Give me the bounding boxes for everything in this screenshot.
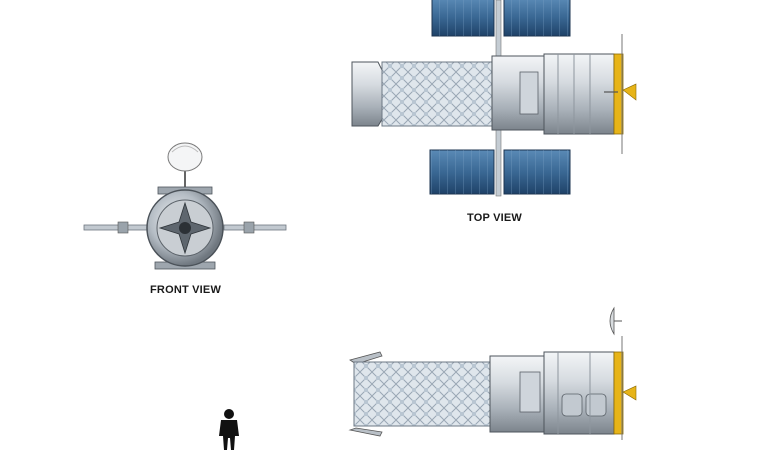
front-view-illustration <box>83 142 287 270</box>
top-gold-aft-plate <box>613 53 624 135</box>
top-nose-cap <box>351 61 385 127</box>
side-engine-section <box>543 351 615 435</box>
side-gold-aft-plate <box>613 351 624 435</box>
side-dish-antenna-icon <box>609 306 622 336</box>
top-engine-section <box>543 53 615 135</box>
top-view-illustration <box>351 0 637 197</box>
front-right-boom <box>223 224 287 231</box>
front-view-label: FRONT VIEW <box>150 284 222 296</box>
top-upper-solar-array <box>431 0 571 37</box>
human-silhouette-icon <box>219 409 239 450</box>
top-truss-section <box>381 61 495 127</box>
top-lower-solar-array <box>429 149 571 195</box>
top-view-label: TOP VIEW <box>467 212 522 224</box>
side-view-illustration <box>348 306 637 440</box>
dish-antenna-icon <box>167 142 203 190</box>
side-truss-section <box>353 361 493 427</box>
